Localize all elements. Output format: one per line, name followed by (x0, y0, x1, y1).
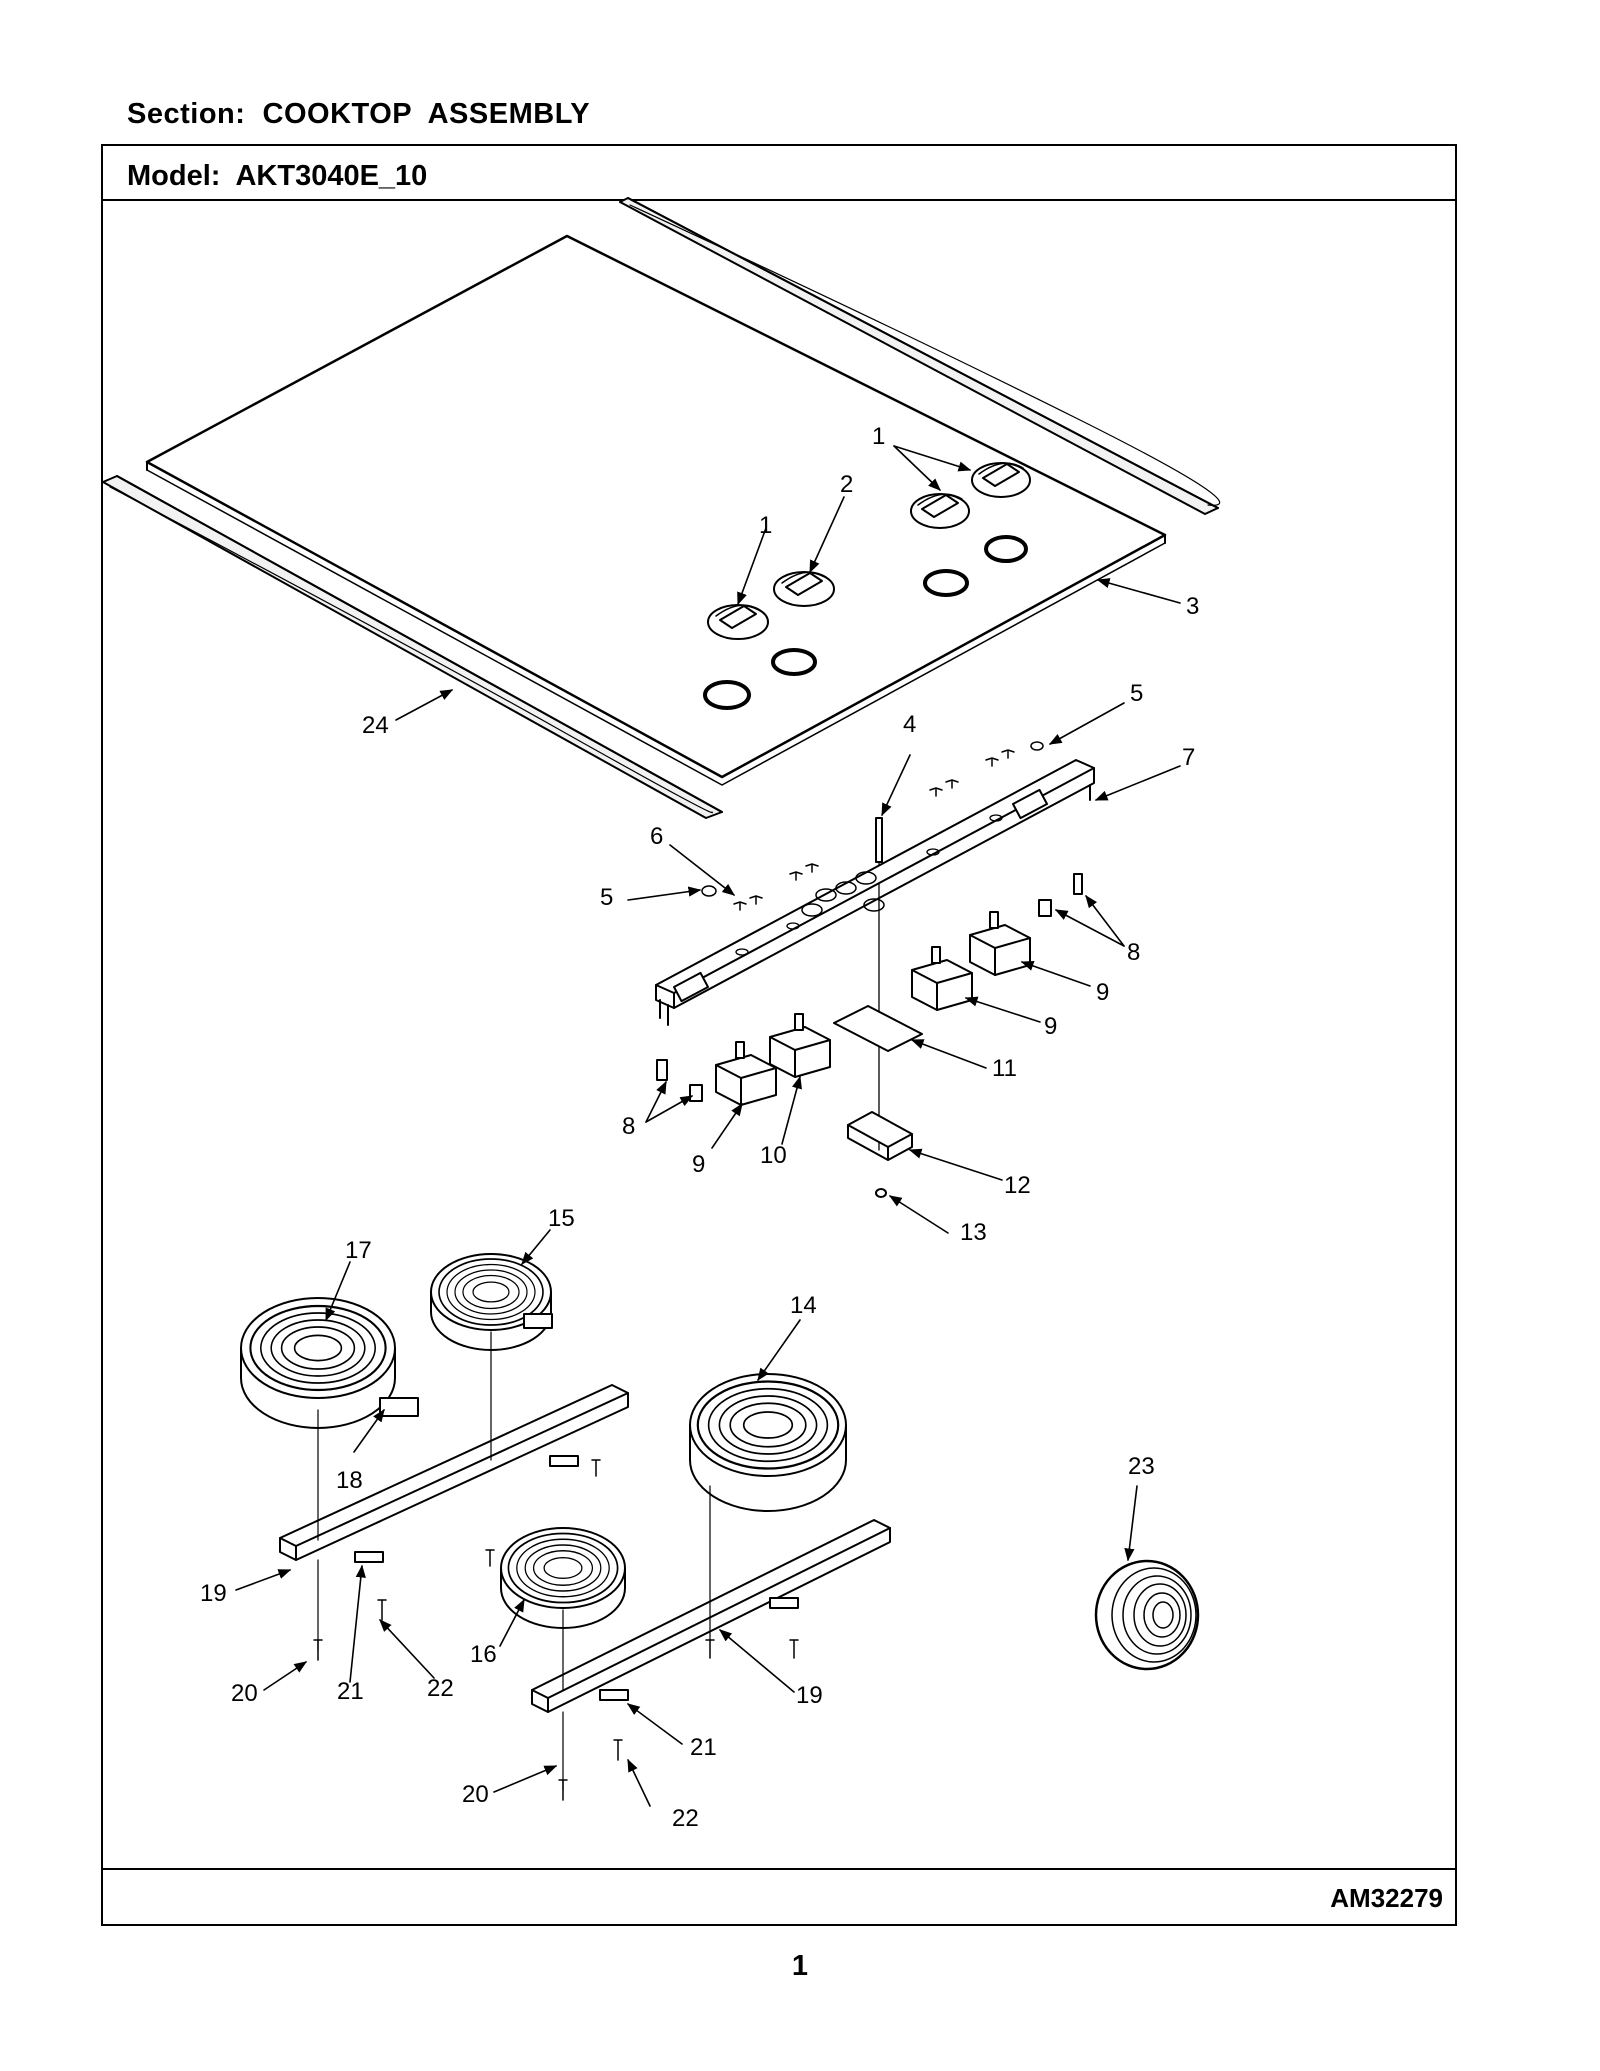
callout-screw-20-left: 20 (231, 1680, 258, 1707)
surface-element-small-rear (430, 1253, 553, 1351)
element-screws (313, 1459, 799, 1801)
model-header: Model: AKT3040E_10 (103, 146, 1455, 201)
element-support-right (531, 1485, 891, 1791)
right-side-trim (619, 197, 1221, 515)
dual-switch (769, 1013, 831, 1078)
callout-screw-6: 6 (650, 823, 663, 850)
mounting-bracket-left (656, 1059, 703, 1102)
section-title: Section: COOKTOP ASSEMBLY (127, 98, 591, 130)
callout-clip-left: 5 (600, 884, 613, 911)
left-side-trim (102, 475, 723, 819)
callout-support-left: 19 (200, 1580, 227, 1607)
element-support-left (279, 1331, 629, 1651)
callout-screw-22-left: 22 (427, 1675, 454, 1702)
callout-switch-c: 9 (692, 1151, 705, 1178)
tape-roll (1094, 1559, 1200, 1671)
drawing-id: AM32279 (1330, 1883, 1443, 1913)
surface-element-large-left (240, 1297, 419, 1429)
callout-bracket-right: 8 (1127, 939, 1140, 966)
callout-tape: 23 (1128, 1453, 1155, 1480)
callout-clip-right: 5 (1130, 680, 1143, 707)
drawing-footer: AM32279 (103, 1868, 1455, 1924)
callout-clip-21-right: 21 (690, 1734, 717, 1761)
diagram-frame: Model: AKT3040E_10 AM32279 (101, 144, 1457, 1926)
mounting-screws (701, 741, 1044, 911)
callout-leaders (235, 445, 1181, 1807)
control-bracket (655, 759, 1095, 1026)
knob-front-left (707, 604, 769, 640)
callout-switch-b: 9 (1044, 1013, 1057, 1040)
indicator-light (847, 1111, 913, 1161)
callout-switch-a: 9 (1096, 979, 1109, 1006)
callout-knob-right: 1 (872, 423, 885, 450)
callout-terminal: 18 (336, 1467, 363, 1494)
callout-knob-2: 2 (840, 471, 853, 498)
mounting-bracket-right (1038, 873, 1083, 917)
callout-rod: 4 (903, 711, 916, 738)
callout-switch-10: 10 (760, 1142, 787, 1169)
callout-bracket-left: 8 (622, 1113, 635, 1140)
knob-front-right (773, 571, 835, 607)
infinite-switch-right-bottom (911, 946, 973, 1011)
callout-element-15: 15 (548, 1205, 575, 1232)
callout-indicator: 12 (1004, 1172, 1031, 1199)
callout-glass-top: 3 (1186, 593, 1199, 620)
callout-clip-21-left: 21 (337, 1678, 364, 1705)
callout-control-bracket: 7 (1182, 744, 1195, 771)
page-number: 1 (791, 1950, 809, 1982)
callout-labels: 1 1 2 3 4 5 5 6 7 8 8 9 9 9 10 11 12 13 … (200, 423, 1199, 1832)
callout-element-16: 16 (470, 1641, 497, 1668)
glass-cooktop (145, 234, 1167, 786)
callout-knob-left: 1 (759, 512, 772, 539)
callout-element-14: 14 (790, 1292, 817, 1319)
infinite-switch-left (715, 1041, 777, 1106)
knob-rear-left (910, 493, 970, 529)
surface-element-large-right (689, 1373, 847, 1512)
insulator (833, 1005, 923, 1052)
callout-screw-20-right: 20 (462, 1781, 489, 1808)
callout-support-right: 19 (796, 1682, 823, 1709)
hex-nut (875, 1188, 887, 1198)
callout-screw-22-right: 22 (672, 1805, 699, 1832)
callout-insulator: 11 (992, 1055, 1017, 1082)
knob-rear-right (971, 462, 1031, 498)
callout-nut: 13 (960, 1219, 987, 1246)
callout-element-17: 17 (345, 1237, 372, 1264)
callout-side-trim: 24 (362, 712, 389, 739)
infinite-switch-right-top (969, 911, 1031, 976)
model-label: Model: AKT3040E_10 (127, 160, 428, 192)
